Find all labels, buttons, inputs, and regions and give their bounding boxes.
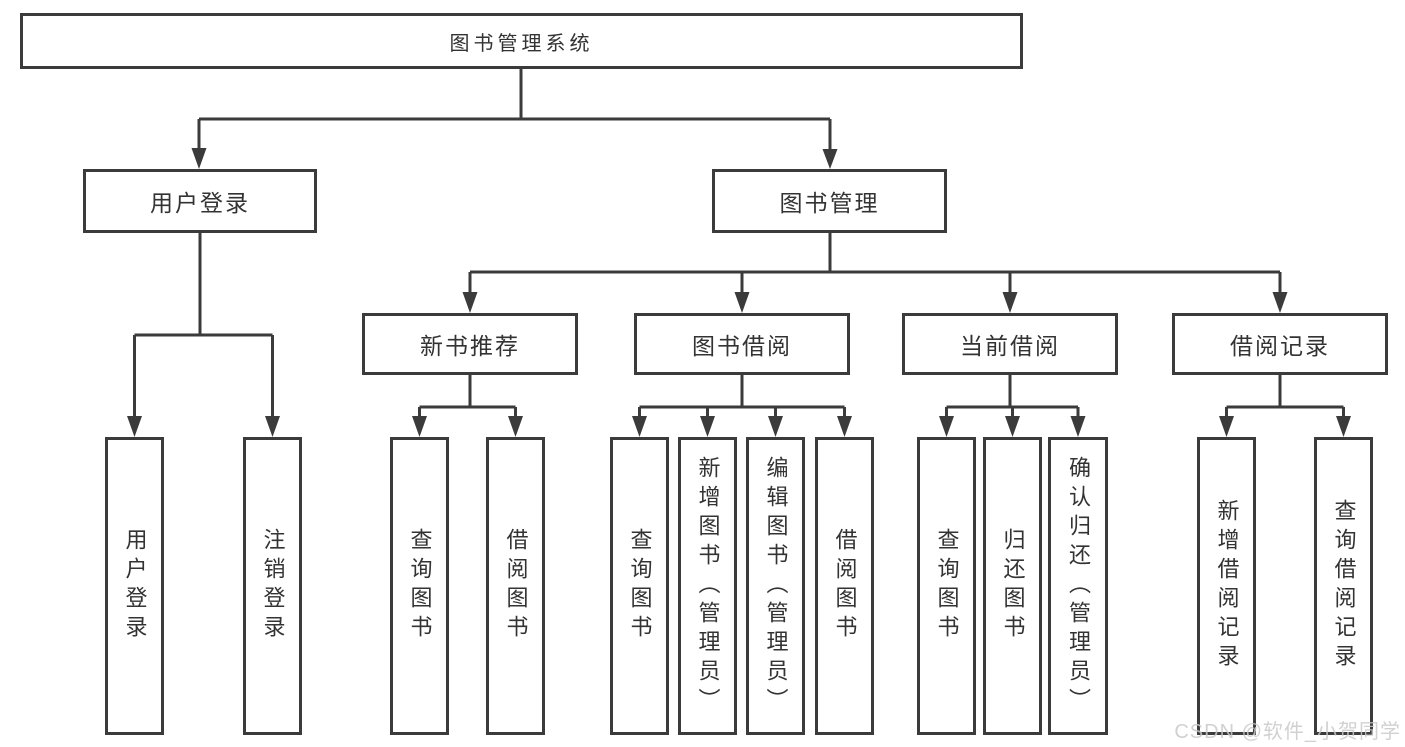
leaf-add-borrow-record: 新增借阅记录 — [1197, 437, 1256, 735]
connector-book-management-to-level3 — [462, 233, 1288, 313]
arrow-down-icon — [632, 416, 647, 437]
node-new-book-recommend-label: 新书推荐 — [420, 333, 520, 359]
node-book-management-label: 图书管理 — [779, 190, 880, 216]
node-current-borrow: 当前借阅 — [902, 313, 1118, 375]
leaf-query-books-recommend-label: 查询图书 — [407, 528, 433, 644]
leaf-borrow-books-recommend-label: 借阅图书 — [503, 528, 529, 644]
arrow-down-icon — [768, 416, 783, 437]
leaf-query-books-recommend: 查询图书 — [390, 437, 449, 735]
leaf-query-borrow-record: 查询借阅记录 — [1314, 437, 1373, 735]
leaf-query-books-current: 查询图书 — [917, 437, 976, 735]
node-new-book-recommend: 新书推荐 — [362, 313, 578, 375]
leaf-query-books-current-label: 查询图书 — [934, 528, 960, 644]
leaf-query-books-borrow-label: 查询图书 — [627, 528, 653, 644]
connector-current-borrow-to-leaves — [939, 375, 1086, 437]
node-current-borrow-label: 当前借阅 — [960, 333, 1060, 359]
leaf-return-book: 归还图书 — [983, 437, 1042, 735]
csdn-watermark: CSDN @软件_小贺同学 — [1174, 721, 1401, 743]
arrow-down-icon — [837, 416, 852, 437]
connector-book-borrow-to-leaves — [632, 375, 852, 437]
leaf-edit-book-admin: 编辑图书（管理员） — [746, 437, 805, 735]
leaf-logout: 注销登录 — [243, 437, 302, 735]
arrow-down-icon — [700, 416, 715, 437]
arrow-down-icon — [1070, 416, 1086, 437]
arrow-down-icon — [939, 416, 954, 437]
node-user-login: 用户登录 — [83, 169, 317, 233]
leaf-logout-label: 注销登录 — [260, 528, 286, 644]
connector-borrow-records-to-leaves — [1219, 375, 1351, 437]
node-root: 图书管理系统 — [20, 13, 1023, 69]
leaf-add-borrow-record-label: 新增借阅记录 — [1214, 499, 1240, 673]
arrow-down-icon — [1219, 416, 1234, 437]
leaf-edit-book-admin-label: 编辑图书（管理员） — [763, 455, 789, 717]
arrow-down-icon — [265, 416, 280, 437]
leaf-user-login: 用户登录 — [105, 437, 164, 735]
node-book-borrow-label: 图书借阅 — [692, 333, 792, 359]
node-book-management: 图书管理 — [712, 169, 947, 233]
leaf-add-book-admin-label: 新增图书（管理员） — [695, 455, 721, 717]
leaf-query-borrow-record-label: 查询借阅记录 — [1331, 499, 1357, 673]
connector-new-book-recommend-to-leaves — [412, 375, 523, 437]
arrow-down-icon — [462, 292, 478, 313]
arrow-down-icon — [1272, 292, 1288, 313]
connector-root-to-level2 — [191, 69, 838, 169]
leaf-borrow-books-borrow: 借阅图书 — [815, 437, 874, 735]
leaf-confirm-return-admin: 确认归还（管理员） — [1048, 437, 1108, 735]
arrow-down-icon — [822, 149, 838, 169]
arrow-down-icon — [127, 416, 142, 437]
arrow-down-icon — [1336, 416, 1351, 437]
leaf-user-login-label: 用户登录 — [122, 528, 148, 644]
leaf-borrow-books-borrow-label: 借阅图书 — [832, 528, 858, 644]
leaf-borrow-books-recommend: 借阅图书 — [486, 437, 545, 735]
arrow-down-icon — [508, 416, 523, 437]
leaf-add-book-admin: 新增图书（管理员） — [678, 437, 737, 735]
node-user-login-label: 用户登录 — [150, 190, 250, 216]
arrow-down-icon — [191, 148, 207, 169]
node-book-borrow: 图书借阅 — [634, 313, 850, 375]
arrow-down-icon — [412, 416, 427, 437]
node-borrow-records-label: 借阅记录 — [1230, 333, 1330, 359]
leaf-query-books-borrow: 查询图书 — [610, 437, 669, 735]
leaf-confirm-return-admin-label: 确认归还（管理员） — [1066, 455, 1091, 717]
arrow-down-icon — [1005, 416, 1020, 437]
leaf-return-book-label: 归还图书 — [1000, 528, 1026, 644]
node-root-label: 图书管理系统 — [449, 32, 594, 55]
arrow-down-icon — [1002, 292, 1018, 313]
connector-user-login-to-leaves — [127, 233, 280, 437]
arrow-down-icon — [734, 292, 750, 313]
node-borrow-records: 借阅记录 — [1172, 313, 1388, 375]
